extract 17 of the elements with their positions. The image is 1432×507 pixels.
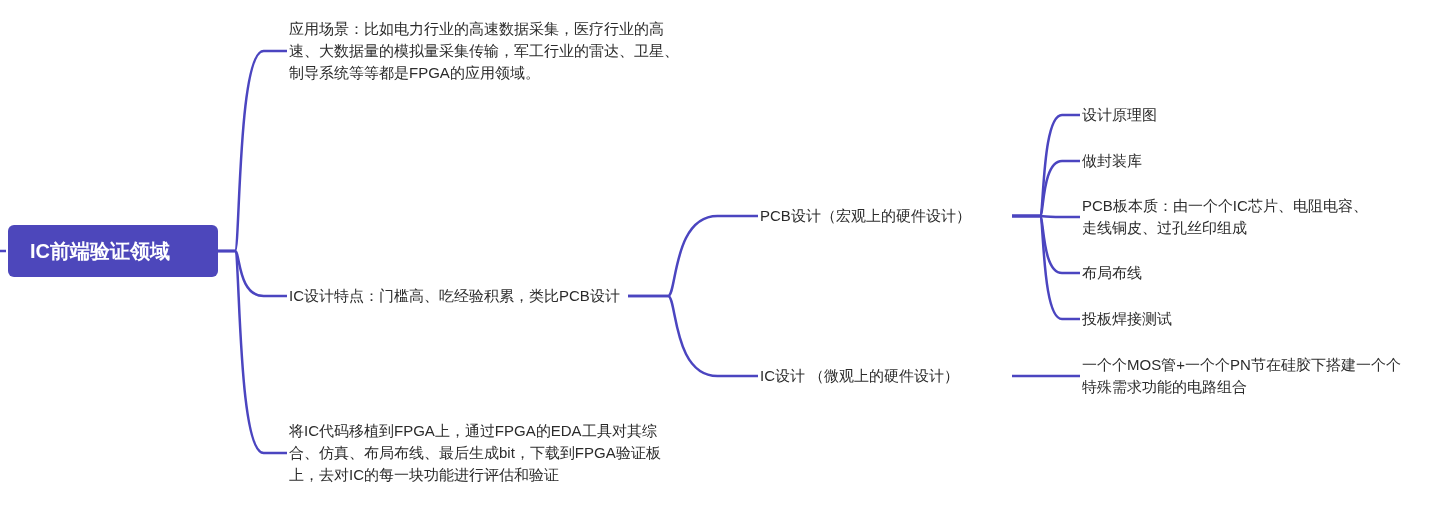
topic-text: PCB板本质：由一个个IC芯片、电阻电容、走线铜皮、过孔丝印组成 [1082,195,1382,239]
topic-text: 应用场景：比如电力行业的高速数据采集，医疗行业的高速、大数据量的模拟量采集传输，军工行业的雷达、卫星、制导系统等等都是FPGA的应用领域。 [289,18,684,84]
connector-line [1012,214,1080,321]
topic-text: 布局布线 [1082,262,1142,284]
topic-text: 投板焊接测试 [1082,308,1172,330]
connector-line [1012,374,1080,378]
root-topic-box: IC前端验证领域 [8,225,218,277]
topic-text: IC设计 （微观上的硬件设计） [760,365,1000,387]
connector-line [628,294,758,378]
connector-line [218,249,287,455]
topic-text: 做封装库 [1082,150,1142,172]
topic-text: PCB设计（宏观上的硬件设计） [760,205,1000,227]
topic-text: 将IC代码移植到FPGA上，通过FPGA的EDA工具对其综合、仿真、布局布线、最后生成bit，下载到FPGA验证板上，去对IC的每一块功能进行评估和验证 [289,420,684,486]
topic-text: 设计原理图 [1082,104,1157,126]
topic-text: 一个个MOS管+一个个PN节在硅胶下搭建一个个特殊需求功能的电路组合 [1082,354,1402,398]
connector-line [0,249,6,253]
topic-text: IC设计特点：门槛高、吃经验积累，类比PCB设计 [289,285,620,307]
